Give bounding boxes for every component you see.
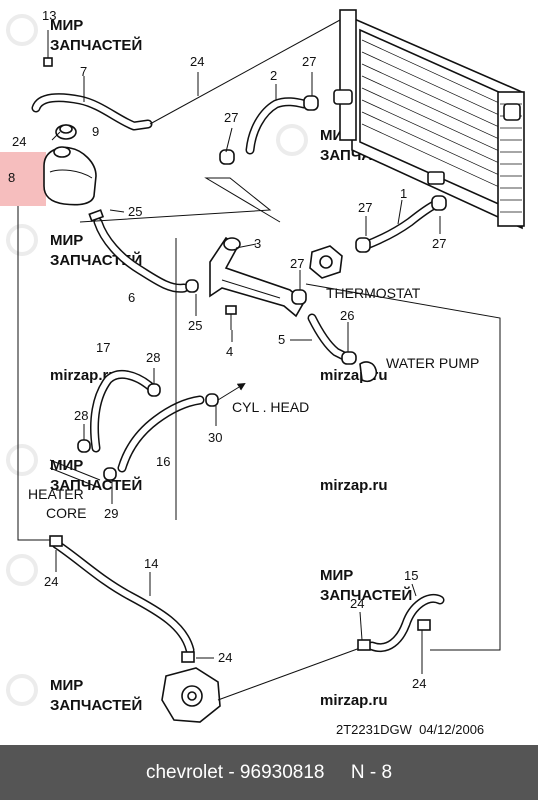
- callout-27: 27: [302, 54, 316, 69]
- clamp-24[interactable]: [357, 639, 371, 651]
- watermark-icon: [6, 444, 38, 476]
- watermark-site: mirzap.ru: [50, 367, 118, 384]
- callout-1: 1: [400, 186, 407, 201]
- clamp-27[interactable]: [219, 149, 235, 165]
- watermark-site: mirzap.ru: [320, 477, 388, 494]
- bolt-13[interactable]: [43, 57, 53, 67]
- callout-24: 24: [44, 574, 58, 589]
- clamp-26[interactable]: [341, 351, 357, 365]
- hose-7[interactable]: [31, 93, 153, 131]
- watermark-icon: [6, 674, 38, 706]
- radiator[interactable]: [333, 9, 525, 230]
- callout-24: 24: [218, 650, 232, 665]
- callout-24: 24: [12, 134, 26, 149]
- clamp-27[interactable]: [291, 289, 307, 305]
- coolant-reservoir-8[interactable]: [43, 146, 97, 206]
- callout-24: 24: [412, 676, 426, 691]
- watermark-icon: [6, 554, 38, 586]
- watermark-line1: МИР: [50, 677, 83, 694]
- callout-28: 28: [146, 350, 160, 365]
- watermark-site: mirzap.ru: [320, 692, 388, 709]
- heater-core-ports: [49, 459, 101, 489]
- callout-5: 5: [278, 332, 285, 347]
- highlight-label: 8: [8, 170, 16, 185]
- watermark-site: mirzap.ru: [320, 367, 388, 384]
- clamp-27[interactable]: [431, 195, 447, 211]
- callout-15: 15: [404, 568, 418, 583]
- callout-24: 24: [350, 596, 364, 611]
- diagram-code: 2T2231DGW 04/12/2006: [336, 722, 484, 737]
- label-core: CORE: [46, 505, 86, 521]
- footer-text: chevrolet - 96930818 N - 8: [145, 761, 393, 783]
- callout-30: 30: [208, 430, 222, 445]
- callout-3: 3: [254, 236, 261, 251]
- thermostat-housing[interactable]: [309, 245, 343, 279]
- watermark-icon: [276, 124, 308, 156]
- callout-24: 24: [190, 54, 204, 69]
- hose-16[interactable]: [117, 395, 205, 473]
- clamp-28[interactable]: [147, 383, 161, 397]
- footer-bar: chevrolet - 96930818 N - 8: [0, 745, 538, 800]
- label-heater: HEATER: [28, 486, 84, 502]
- highlight-part-8[interactable]: [0, 152, 46, 206]
- callout-9: 9: [92, 124, 99, 139]
- callout-27: 27: [290, 256, 304, 271]
- label-water-pump: WATER PUMP: [386, 355, 479, 371]
- callout-4: 4: [226, 344, 233, 359]
- clamp-27[interactable]: [355, 237, 371, 253]
- reservoir-cap-9[interactable]: [55, 124, 77, 140]
- watermark-line2: ЗАПЧАСТЕЙ: [50, 36, 142, 54]
- watermark-line2: ЗАПЧАСТЕЙ: [320, 586, 412, 604]
- leader-lines: [17, 72, 501, 674]
- callout-25: 25: [188, 318, 202, 333]
- callout-26: 26: [340, 308, 354, 323]
- watermark-line1: МИР: [320, 567, 353, 584]
- callout-29: 29: [104, 506, 118, 521]
- callout-27: 27: [432, 236, 446, 251]
- watermark-line1: МИР: [50, 17, 83, 34]
- hose-2[interactable]: [245, 97, 309, 155]
- clamp-29[interactable]: [103, 467, 117, 481]
- clamp-24[interactable]: [181, 651, 195, 663]
- water-pump-inlet[interactable]: [359, 361, 378, 383]
- clamp-30[interactable]: [205, 393, 219, 407]
- clamp-25[interactable]: [88, 209, 105, 222]
- hose-1[interactable]: [359, 199, 441, 251]
- callout-7: 7: [80, 64, 87, 79]
- hose-5[interactable]: [307, 313, 353, 363]
- hose-6[interactable]: [93, 217, 189, 293]
- callout-2: 2: [270, 68, 277, 83]
- cooling-system-diagram: МИР ЗАПЧАСТЕЙ МИР ЗАПЧАСТЕЙ МИР ЗАПЧАСТЕ…: [6, 8, 525, 737]
- callout-14: 14: [144, 556, 158, 571]
- label-cyl-head: CYL . HEAD: [232, 399, 309, 415]
- watermark-icon: [6, 14, 38, 46]
- callout-13: 13: [42, 8, 56, 23]
- watermark-icon: [6, 224, 38, 256]
- callout-28: 28: [74, 408, 88, 423]
- hose-14[interactable]: [51, 539, 195, 655]
- clamp-24[interactable]: [417, 619, 431, 631]
- callout-6: 6: [128, 290, 135, 305]
- callout-16: 16: [156, 454, 170, 469]
- label-thermostat: THERMOSTAT: [326, 285, 421, 301]
- bolt-4[interactable]: [225, 305, 237, 330]
- hose-17[interactable]: [90, 369, 157, 453]
- watermark-line2: ЗАПЧАСТЕЙ: [50, 476, 142, 494]
- callout-17: 17: [96, 340, 110, 355]
- clamp-25[interactable]: [185, 279, 199, 293]
- water-pump-housing[interactable]: [161, 667, 221, 723]
- watermark-line1: МИР: [50, 232, 83, 249]
- callout-27: 27: [358, 200, 372, 215]
- callout-27: 27: [224, 110, 238, 125]
- clamp-28[interactable]: [77, 439, 91, 453]
- clamp-27[interactable]: [303, 95, 319, 111]
- watermark-line2: ЗАПЧАСТЕЙ: [50, 696, 142, 714]
- callout-25: 25: [128, 204, 142, 219]
- hose-15[interactable]: [367, 594, 445, 652]
- clamp-24[interactable]: [49, 535, 63, 547]
